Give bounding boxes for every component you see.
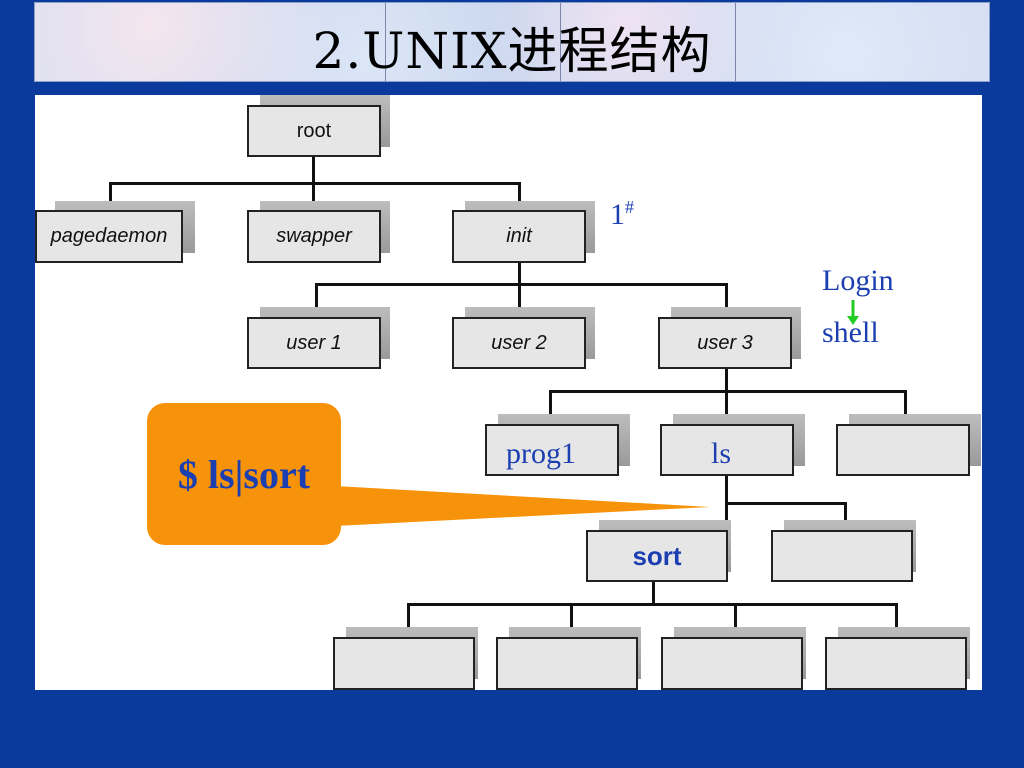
node-swapper-label: swapper — [276, 225, 352, 247]
node-sort: sort — [586, 530, 728, 582]
down-arrow-icon — [847, 300, 859, 325]
connector-line — [549, 390, 907, 393]
node-empty — [661, 637, 803, 690]
process-tree-canvas: root pagedaemon swapper init user 1 user… — [35, 95, 982, 690]
node-ls — [660, 424, 794, 476]
connector-line — [109, 182, 112, 210]
connector-line — [315, 283, 318, 317]
node-user2: user 2 — [452, 317, 586, 369]
node-user3: user 3 — [658, 317, 792, 369]
connector-line — [725, 502, 847, 505]
connector-line — [844, 502, 847, 530]
title-grid-line — [735, 3, 736, 81]
init-marker-number: 1 — [610, 198, 625, 231]
node-init-label: init — [506, 225, 532, 247]
node-sort-label: sort — [632, 540, 682, 571]
init-marker-sup: # — [625, 197, 634, 217]
connector-line — [549, 390, 552, 424]
connector-line — [725, 283, 728, 317]
connector-line — [312, 182, 315, 210]
connector-line — [725, 390, 728, 424]
node-root-label: root — [296, 119, 332, 142]
connector-line — [652, 581, 655, 605]
connector-line — [518, 283, 521, 317]
slide-title: 2.UNIX进程结构 — [312, 22, 712, 80]
node-empty — [496, 637, 638, 690]
title-grid-line — [385, 3, 386, 81]
connector-line — [725, 369, 728, 391]
connector-line — [725, 476, 728, 504]
callout-pointer — [335, 486, 710, 526]
node-pagedaemon-label: pagedaemon — [50, 225, 168, 247]
node-empty — [825, 637, 967, 690]
node-root: root — [247, 105, 381, 157]
node-init: init — [452, 210, 586, 263]
node-pagedaemon: pagedaemon — [35, 210, 183, 263]
connector-line — [407, 603, 410, 637]
connector-line — [312, 157, 315, 183]
node-prog1 — [485, 424, 619, 476]
login-label: Login — [822, 264, 894, 297]
shell-label: shell — [822, 316, 879, 349]
connector-line — [109, 182, 521, 185]
prog1-label: prog1 — [506, 437, 576, 470]
command-callout: $ ls|sort — [147, 403, 341, 545]
connector-line — [518, 182, 521, 210]
connector-line — [518, 263, 521, 285]
connector-line — [734, 603, 737, 637]
init-marker: 1# — [610, 197, 634, 232]
connector-line — [407, 603, 898, 606]
connector-line — [315, 283, 727, 286]
node-user1: user 1 — [247, 317, 381, 369]
connector-line — [725, 502, 728, 530]
node-user2-label: user 2 — [491, 331, 547, 354]
callout-command: $ ls|sort — [177, 451, 311, 497]
node-empty — [771, 530, 913, 582]
title-grid-line — [560, 3, 561, 81]
title-bar: 2.UNIX进程结构 — [34, 2, 990, 82]
connector-line — [570, 603, 573, 637]
connector-line — [904, 390, 907, 424]
ls-label: ls — [711, 437, 732, 470]
node-user3-label: user 3 — [697, 331, 753, 354]
node-user1-label: user 1 — [286, 331, 342, 354]
node-swapper: swapper — [247, 210, 381, 263]
node-empty — [333, 637, 475, 690]
node-empty — [836, 424, 970, 476]
connector-line — [895, 603, 898, 637]
